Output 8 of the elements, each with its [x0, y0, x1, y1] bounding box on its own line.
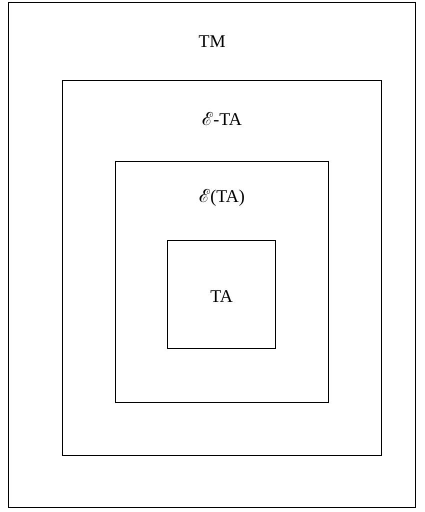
box-label: ℰ-TA — [202, 108, 242, 130]
nested-box — [62, 80, 382, 456]
nested-box — [115, 161, 329, 403]
box-label: TA — [210, 284, 233, 306]
nested-box — [8, 2, 416, 508]
box-label: TM — [198, 30, 226, 52]
nested-box — [167, 240, 276, 349]
box-label: ℰ(TA) — [199, 185, 245, 207]
